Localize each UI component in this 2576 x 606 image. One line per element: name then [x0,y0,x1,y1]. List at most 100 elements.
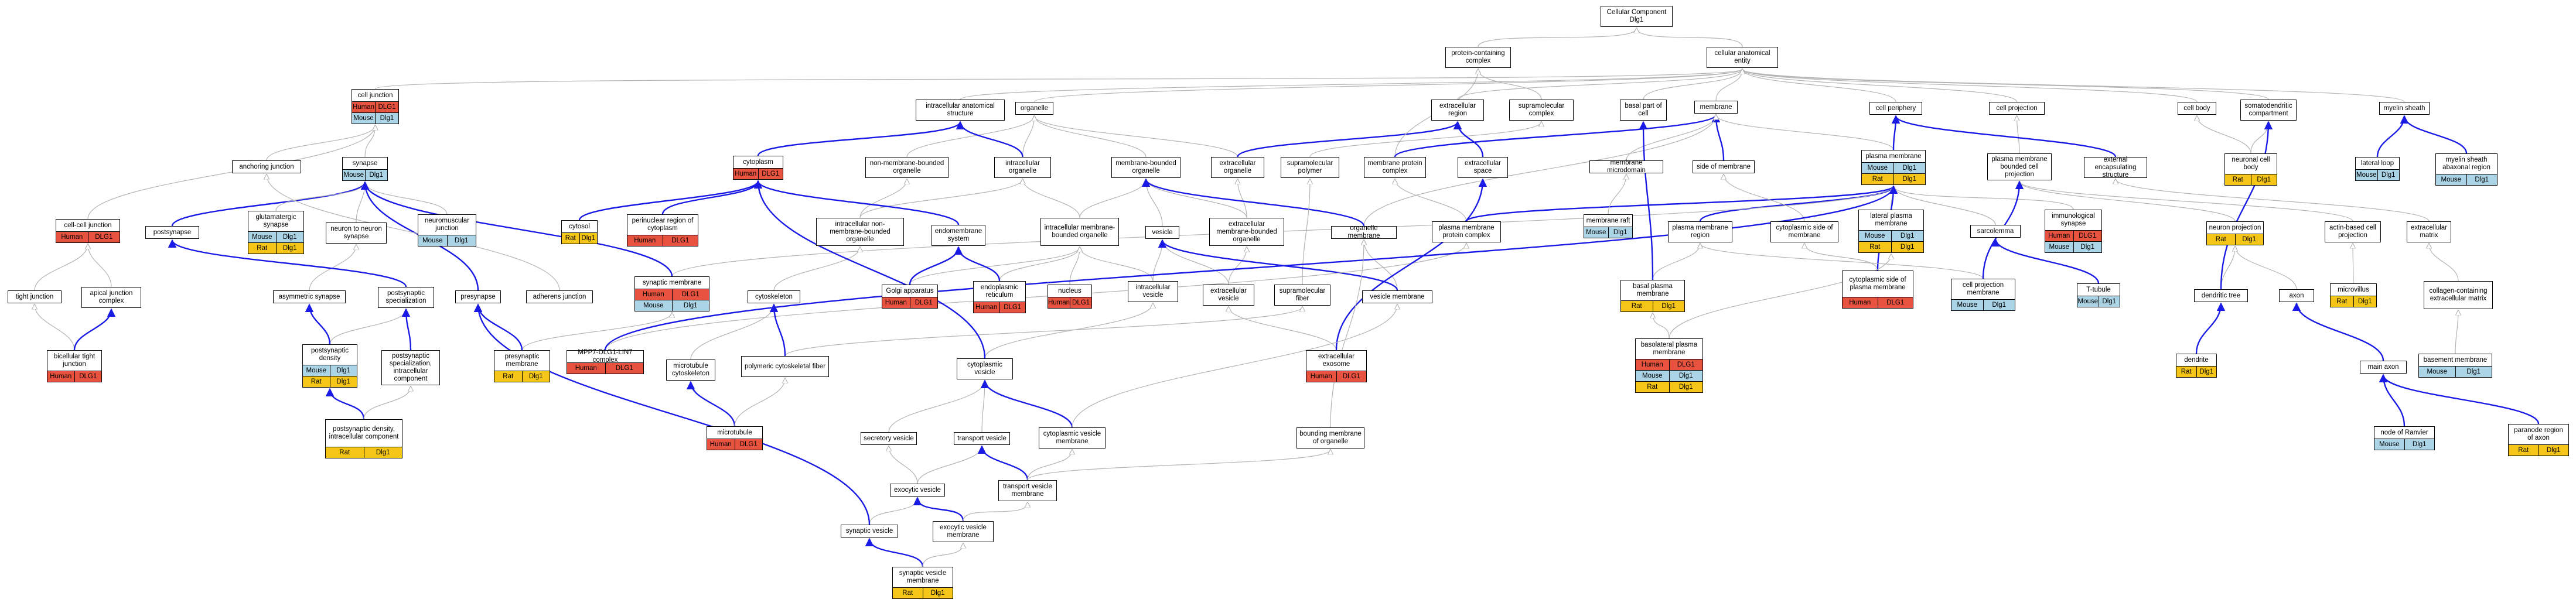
go-term-node[interactable]: cellular anatomical entity [1707,47,1778,68]
go-term-node[interactable]: non-membrane-bounded organelle [865,157,948,178]
go-term-node[interactable]: neuron to neuron synapse [326,222,387,244]
go-term-node[interactable]: bounding membrane of organelle [1296,427,1364,448]
go-term-node[interactable]: membrane-bounded organelle [1111,157,1180,178]
go-term-node[interactable]: myelin sheath [2379,102,2430,115]
go-term-node[interactable]: cytoskeleton [748,290,800,303]
go-term-node[interactable]: postsynaptic specialization, intracellul… [381,350,440,385]
go-term-node[interactable]: protein-containing complex [1445,47,1511,68]
go-term-node[interactable]: side of membrane [1693,160,1755,173]
go-term-node[interactable]: extracellular vesicle [1203,285,1254,306]
go-term-node[interactable]: endomembrane system [932,225,985,246]
go-term-node[interactable]: postsynaptic density, intracellular comp… [325,419,402,458]
go-term-node[interactable]: anchoring junction [232,160,301,173]
go-term-node[interactable]: polymeric cytoskeletal fiber [741,356,829,377]
go-term-node[interactable]: postsynapse [145,226,199,239]
go-term-node[interactable]: actin-based cell projection [2325,221,2381,242]
go-term-node[interactable]: axon [2279,289,2314,302]
go-term-node[interactable]: microtubule cytoskeleton [666,360,715,381]
go-term-node[interactable]: transport vesicle [954,432,1010,445]
go-term-node[interactable]: supramolecular complex [1509,100,1574,121]
go-term-node[interactable]: vesicle membrane [1362,290,1432,303]
go-term-node[interactable]: membrane [1694,101,1738,114]
go-term-node[interactable]: synaptic vesicle [841,525,898,537]
go-term-node[interactable]: organelle [1015,102,1053,115]
go-term-node[interactable]: plasma membrane bounded cell projection [1987,153,2052,180]
go-term-node[interactable]: presynapse [455,290,501,303]
go-term-node[interactable]: intracellular membrane-bounded organelle [1040,218,1119,246]
go-term-node[interactable]: asymmetric synapse [273,290,346,303]
go-term-node[interactable]: cell body [2178,102,2216,115]
go-term-node[interactable]: somatodendritic compartment [2240,100,2297,121]
go-term-node[interactable]: adherens junction [526,290,593,303]
go-term-node[interactable]: cell projection [1989,102,2045,115]
go-term-node[interactable]: sarcolemma [1970,225,2021,238]
go-term-node[interactable]: cytoplasmic vesicle [957,358,1013,379]
go-term-node[interactable]: extracellular organelle [1211,157,1264,178]
go-term-node[interactable]: apical junction complex [81,287,141,308]
go-term-node[interactable]: extracellular matrix [2407,221,2451,242]
go-term-node[interactable]: supramolecular polymer [1281,157,1339,178]
go-term-node[interactable]: extracellular membrane-bounded organelle [1209,218,1284,246]
go-term-node[interactable]: extracellular space [1458,157,1508,178]
go-term-node[interactable]: intracellular anatomical structure [916,100,1005,121]
go-term-node[interactable]: dendritic tree [2194,289,2248,302]
go-term-node[interactable]: exocytic vesicle membrane [933,521,994,542]
go-term-node[interactable]: organelle membrane [1331,225,1397,239]
go-term-node[interactable]: transport vesicle membrane [998,480,1057,501]
go-term-node[interactable]: vesicle [1145,226,1179,239]
go-term-node[interactable]: main axon [2360,361,2407,374]
go-term-node[interactable]: membrane protein complex [1364,157,1426,178]
go-term-node[interactable]: cell periphery [1869,102,1922,115]
go-term-node[interactable]: intracellular non-membrane-bounded organ… [816,218,904,246]
go-term-node[interactable]: basal part of cell [1620,100,1667,121]
go-term-node[interactable]: supramolecular fiber [1274,285,1330,306]
go-term-node[interactable]: extracellular region [1431,100,1484,121]
go-term-node[interactable]: intracellular vesicle [1128,281,1178,302]
go-term-node[interactable]: secretory vesicle [861,432,917,445]
go-term-node[interactable]: collagen-containing extracellular matrix [2424,281,2493,309]
go-term-node[interactable]: intracellular organelle [994,157,1051,178]
go-term-node[interactable]: tight junction [8,290,62,303]
go-term-node[interactable]: exocytic vesicle [890,484,945,497]
go-term-node[interactable]: cytoplasmic vesicle membrane [1039,427,1106,448]
go-term-node[interactable]: plasma membrane region [1668,221,1732,242]
go-term-node[interactable]: cytoplasmic side of membrane [1770,221,1838,242]
go-term-node[interactable]: external encapsulating structure [2084,156,2147,179]
